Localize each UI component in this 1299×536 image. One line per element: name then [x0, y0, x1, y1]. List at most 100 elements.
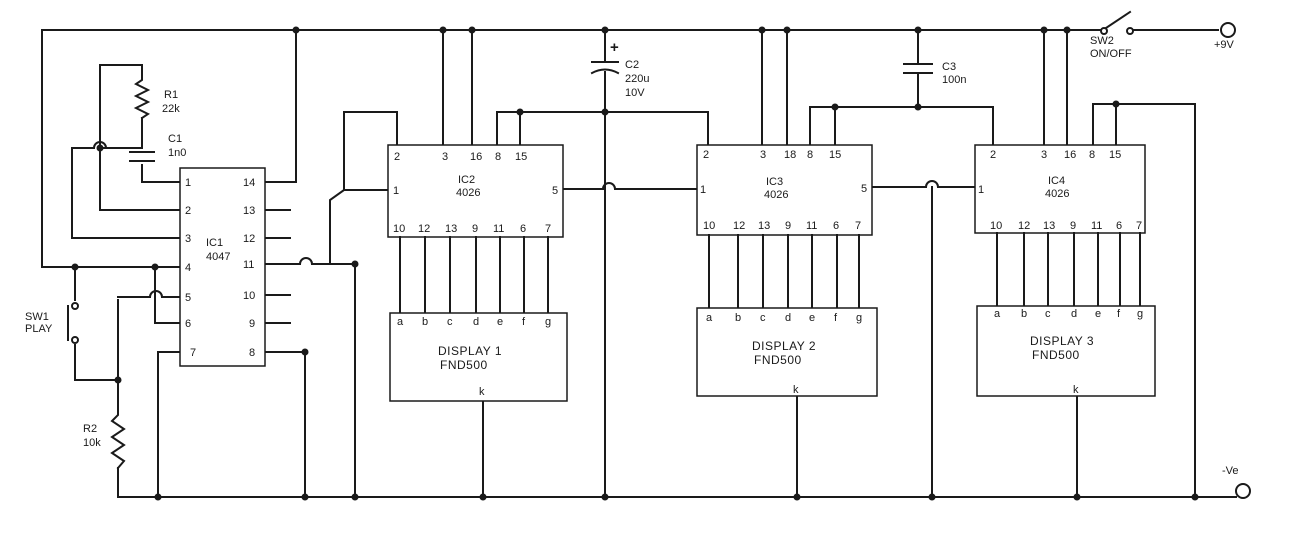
- ic2-pins: 2 3 16 8 15 1 5 10 12 13 9 11 6 7: [393, 151, 558, 235]
- ic2-pin-5: 5: [552, 185, 558, 197]
- ic3-pin-11: 11: [806, 220, 817, 232]
- ic3-pin-12: 12: [733, 220, 745, 232]
- sw1-label: SW1: [25, 311, 49, 323]
- display-1-seg-e: e: [497, 316, 503, 328]
- ic1-pin-3: 3: [185, 233, 191, 245]
- c1-value: 1n0: [168, 147, 186, 159]
- ic3-pin-9: 9: [785, 220, 791, 232]
- ic4-pin-2: 2: [990, 149, 996, 161]
- supply-negative-label: -Ve: [1222, 465, 1239, 477]
- ic1-pin-2: 2: [185, 205, 191, 217]
- supply-positive-label: +9V: [1214, 39, 1235, 51]
- display-3-name: DISPLAY 3: [1030, 334, 1094, 348]
- ic3-pin-6: 6: [833, 220, 839, 232]
- ic1-package: [179, 167, 266, 367]
- display-1-seg-c: c: [447, 316, 453, 328]
- ic4-pin-16: 16: [1064, 149, 1076, 161]
- ic3-wiring: [761, 29, 994, 189]
- ic3-display-wires: [708, 234, 860, 498]
- display-3-seg-b: b: [1021, 308, 1027, 320]
- display-2-seg-a: a: [706, 312, 713, 324]
- ic2-pin-10: 10: [393, 223, 405, 235]
- ic1-pin-14: 14: [243, 177, 255, 189]
- resistor-r1: [133, 64, 151, 120]
- ic2-pin-8: 8: [495, 151, 501, 163]
- ic4-wiring: [1043, 29, 1196, 498]
- display-1-segments: a b c d e f g: [397, 316, 551, 328]
- ic1-pin-11: 11: [243, 259, 254, 271]
- ic2-name: IC2: [458, 174, 475, 186]
- display-1-package: [389, 312, 568, 402]
- display-2-seg-d: d: [785, 312, 791, 324]
- ic1-pin-5: 5: [185, 292, 191, 304]
- display-1-part: FND500: [440, 358, 488, 372]
- positive-rail: [41, 10, 1219, 35]
- capacitor-c3: [903, 29, 933, 498]
- display-1-name: DISPLAY 1: [438, 344, 502, 358]
- ic1-pin-8: 8: [249, 347, 255, 359]
- minus-ve-terminal: [1235, 483, 1251, 499]
- ic4-pin-3: 3: [1041, 149, 1047, 161]
- sw1-function: PLAY: [25, 323, 53, 335]
- ic4-name: IC4: [1048, 175, 1065, 187]
- ic3-pins: 2 3 18 8 15 1 5 10 12 13 9 11 6 7: [700, 149, 867, 232]
- ic4-display-wires: [996, 232, 1141, 498]
- ic3-pin-3: 3: [760, 149, 766, 161]
- ic3-pin-1: 1: [700, 184, 706, 196]
- ic3-package: [696, 144, 873, 236]
- r1-value: 22k: [162, 103, 180, 115]
- display-1-seg-f: f: [522, 316, 526, 328]
- ic3-pin-10: 10: [703, 220, 715, 232]
- ic2-pin-12: 12: [418, 223, 430, 235]
- ic1-pin-7: 7: [190, 347, 196, 359]
- ic3-pin-7: 7: [855, 220, 861, 232]
- capacitor-c2: [590, 29, 620, 498]
- display-1-seg-a: a: [397, 316, 404, 328]
- display-2-seg-e: e: [809, 312, 815, 324]
- plus-9v-terminal: [1220, 22, 1236, 38]
- ic4-pin-1: 1: [978, 184, 984, 196]
- ic1-pin-1: 1: [185, 177, 191, 189]
- display-2-segments: a b c d e f g: [706, 312, 862, 324]
- display-3-seg-f: f: [1117, 308, 1121, 320]
- ic3-pin-8: 8: [807, 149, 813, 161]
- ic1-pin-9: 9: [249, 318, 255, 330]
- ic2-pin-2: 2: [394, 151, 400, 163]
- junction-dots: [71, 26, 1199, 501]
- display-2-seg-c: c: [760, 312, 766, 324]
- display-1-seg-g: g: [545, 316, 551, 328]
- ic1-part: 4047: [206, 251, 230, 263]
- ic3-pin-18: 18: [784, 149, 796, 161]
- ic2-pin-9: 9: [472, 223, 478, 235]
- ic1-pin-6: 6: [185, 318, 191, 330]
- ic4-pins: 2 3 16 8 15 1 10 12 13 9 11 6 7: [978, 149, 1142, 232]
- ic1-pin-10: 10: [243, 290, 255, 302]
- display-2-name: DISPLAY 2: [752, 339, 816, 353]
- ic1-pin-12: 12: [243, 233, 255, 245]
- c2-label: C2: [625, 59, 639, 71]
- c1-label: C1: [168, 133, 182, 145]
- display-3-seg-c: c: [1045, 308, 1051, 320]
- r2-label: R2: [83, 423, 97, 435]
- c3-value: 100n: [942, 74, 966, 86]
- ic4-pin-15: 15: [1109, 149, 1121, 161]
- display-2-seg-f: f: [834, 312, 838, 324]
- ic2-part: 4026: [456, 187, 480, 199]
- ic2-pin-13: 13: [445, 223, 457, 235]
- display-1-cathode: k: [479, 386, 485, 398]
- ic3-pin-15: 15: [829, 149, 841, 161]
- ic2-pin-6: 6: [520, 223, 526, 235]
- display-3-cathode: k: [1073, 384, 1079, 396]
- ic4-part: 4026: [1045, 188, 1069, 200]
- ic4-pin-9: 9: [1070, 220, 1076, 232]
- ic2-wiring: [329, 29, 709, 498]
- display-3-package: [976, 305, 1156, 397]
- r1-label: R1: [164, 89, 178, 101]
- sw2-function: ON/OFF: [1090, 48, 1132, 60]
- c2-voltage: 10V: [625, 87, 645, 99]
- ic4-pin-6: 6: [1116, 220, 1122, 232]
- ic4-pin-7: 7: [1136, 220, 1142, 232]
- ic2-pin-16: 16: [470, 151, 482, 163]
